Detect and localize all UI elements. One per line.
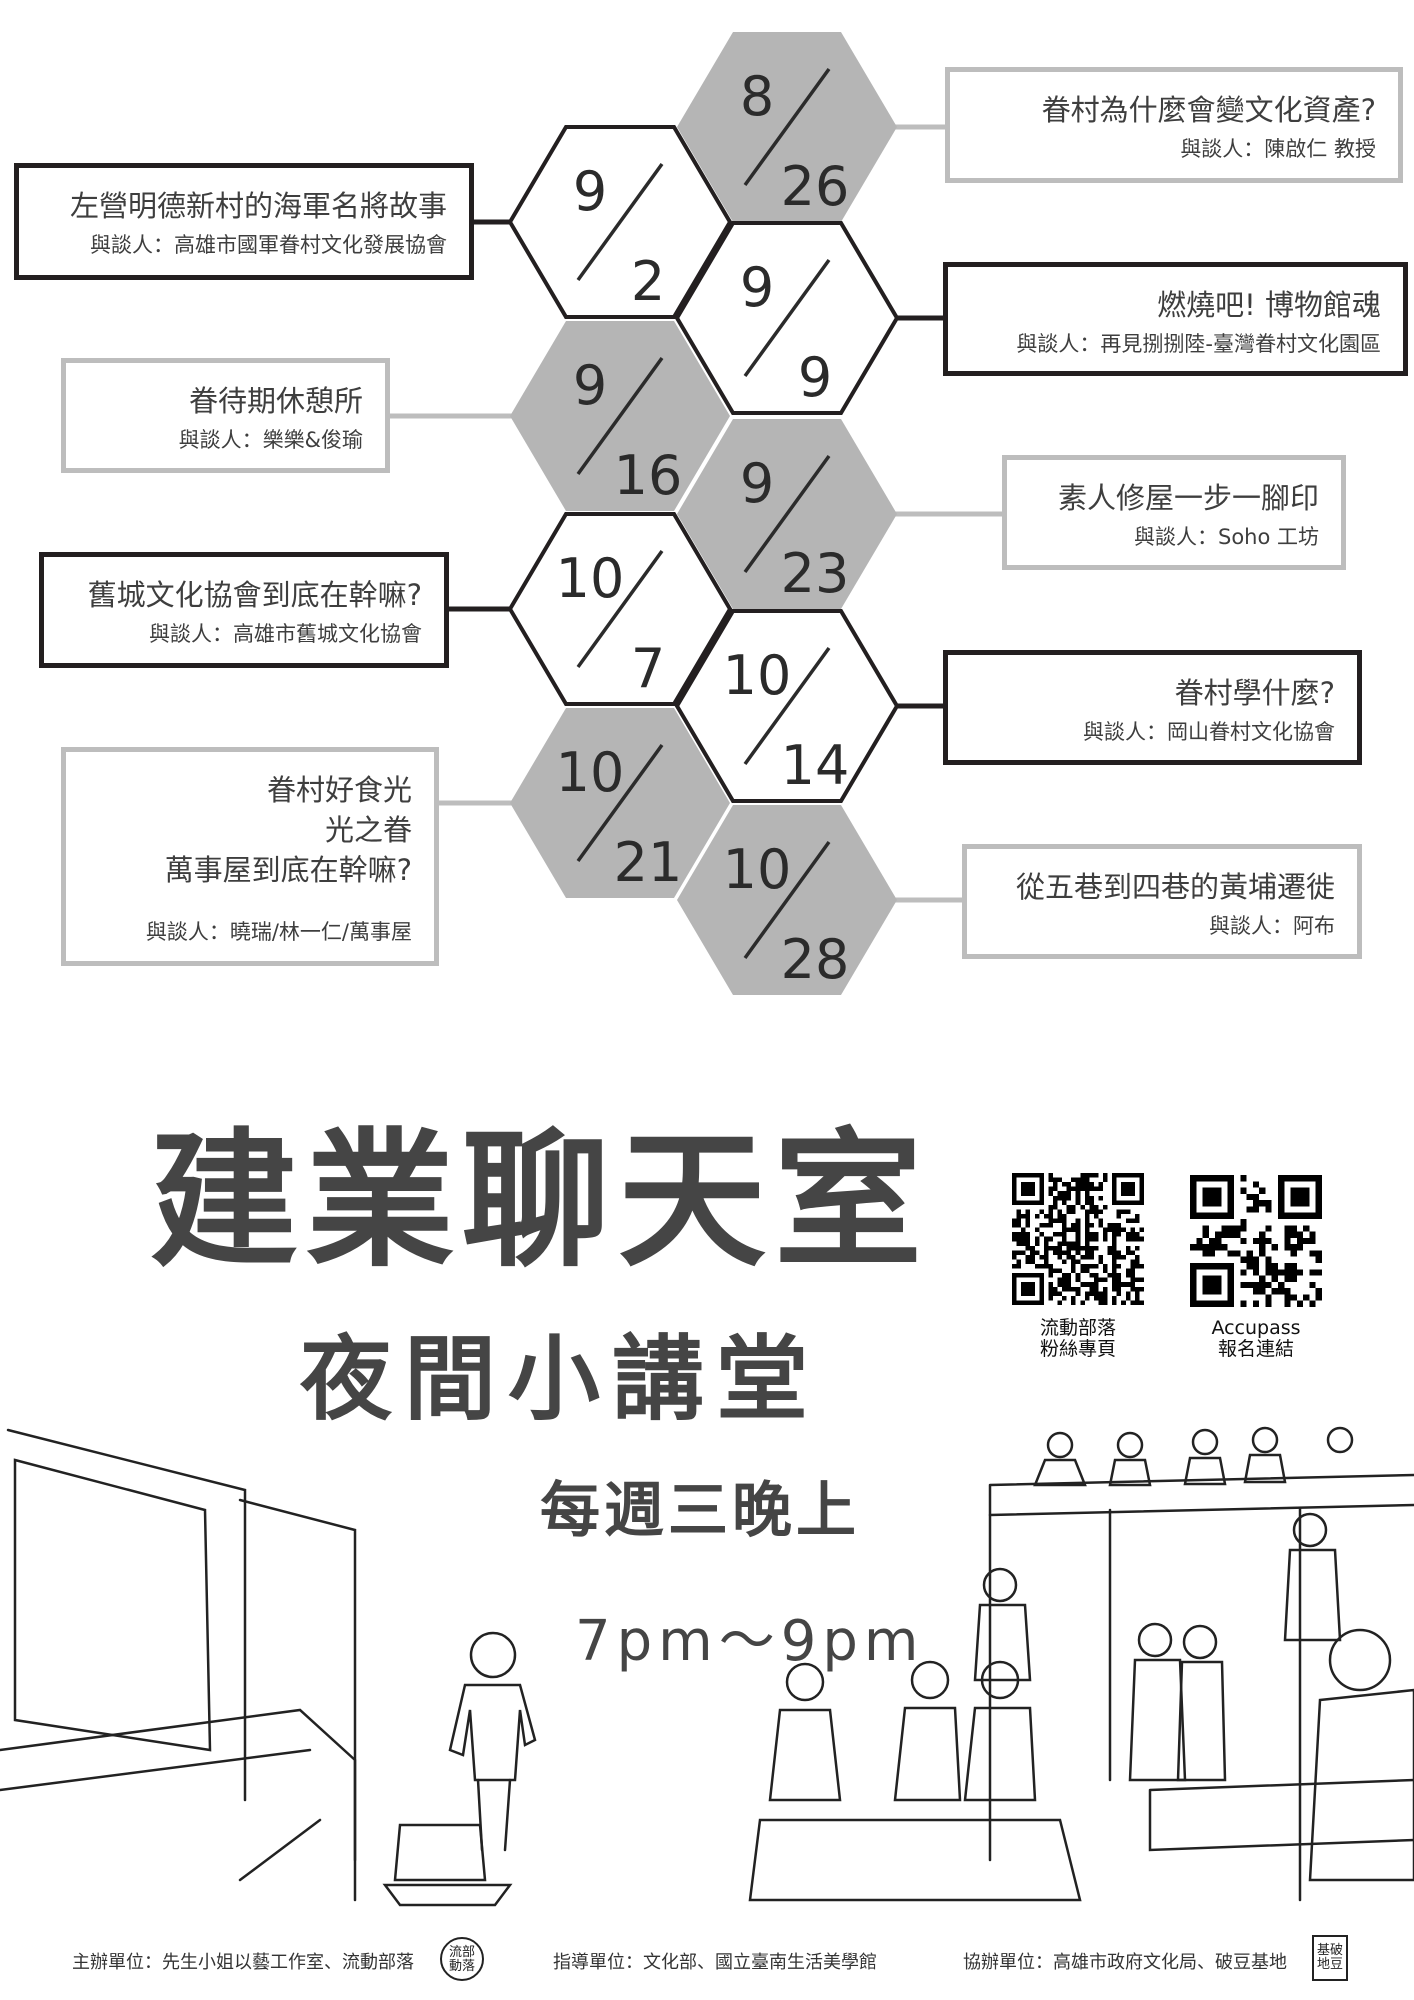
date-slash — [576, 162, 664, 282]
session-speaker: 與談人：Soho 工坊 — [1133, 525, 1319, 549]
session-speaker: 與談人：樂樂&俊瑜 — [178, 428, 363, 452]
date-slash — [576, 549, 664, 669]
session-title: 眷村為什麼會變文化資產? — [1041, 93, 1376, 127]
date-day: 26 — [781, 155, 850, 218]
session-speaker: 與談人：阿布 — [1209, 914, 1335, 938]
qr-label-line: 報名連結 — [1217, 1338, 1294, 1360]
lecture-room-illustration — [0, 1426, 1414, 1907]
session-title: 左營明德新村的海軍名將故事 — [69, 189, 447, 223]
session-box: 眷村好食光光之眷萬事屋到底在幹嘛? 與談人：曉瑞/林一仁/萬事屋 — [61, 747, 439, 966]
session-box: 從五巷到四巷的黃埔遷徙與談人：阿布 — [962, 844, 1362, 959]
session-box: 左營明德新村的海軍名將故事與談人：高雄市國軍眷村文化發展協會 — [14, 163, 474, 280]
qr-code-accupass[interactable] — [1190, 1175, 1322, 1307]
session-speaker: 與談人：岡山眷村文化協會 — [1083, 720, 1335, 744]
date-day: 2 — [631, 250, 665, 313]
footer-organizer: 主辦單位：先生小姐以藝工作室、流動部落 — [72, 1952, 414, 1973]
session-speaker: 與談人：高雄市舊城文化協會 — [149, 622, 422, 646]
date-slash — [743, 67, 831, 187]
poster-title: 建業聊天室 — [150, 1115, 930, 1287]
date-day: 23 — [781, 542, 850, 605]
session-title: 眷村學什麼? — [1174, 676, 1335, 710]
date-day: 16 — [614, 444, 683, 507]
date-month: 8 — [740, 65, 774, 128]
co-organizer-stamp-logo: 基破地豆 — [1312, 1935, 1348, 1981]
qr-code-fanpage[interactable] — [1012, 1173, 1144, 1305]
session-speaker: 與談人：曉瑞/林一仁/萬事屋 — [145, 920, 412, 944]
session-title: 燃燒吧! 博物館魂 — [1157, 288, 1381, 322]
session-speaker: 與談人：陳啟仁 教授 — [1180, 137, 1376, 161]
session-speaker: 與談人：高雄市國軍眷村文化發展協會 — [90, 233, 447, 257]
date-month: 9 — [740, 452, 774, 515]
schedule-day: 每週三晚上 — [540, 1476, 860, 1546]
qr-label-fanpage: 流動部落 粉絲專頁 — [993, 1318, 1163, 1360]
date-slash — [743, 258, 831, 378]
qr-label-line: 流動部落 — [1039, 1317, 1116, 1339]
date-month: 10 — [556, 741, 625, 804]
date-slash — [743, 454, 831, 574]
session-title: 眷村好食光 — [266, 773, 412, 807]
speaker-figure — [448, 1631, 537, 1852]
organizer-stamp-logo: 流部動落 — [440, 1937, 484, 1981]
date-slash — [576, 743, 664, 863]
date-month: 10 — [723, 838, 792, 901]
session-title: 眷待期休憩所 — [188, 384, 363, 418]
qr-label-accupass: Accupass 報名連結 — [1171, 1318, 1341, 1360]
date-hexagon-9-23: 923 — [677, 419, 897, 609]
session-box: 燃燒吧! 博物館魂與談人：再見捌捌陸-臺灣眷村文化園區 — [943, 262, 1408, 376]
session-title: 萬事屋到底在幹嘛? — [164, 853, 412, 887]
date-month: 10 — [556, 547, 625, 610]
session-box: 眷村學什麼? 與談人：岡山眷村文化協會 — [943, 650, 1362, 765]
loft-structure — [988, 1426, 1414, 1902]
date-day: 21 — [614, 831, 683, 894]
date-hexagon-8-26: 826 — [677, 32, 897, 222]
date-hexagon-9-9: 99 — [674, 221, 900, 415]
date-month: 9 — [573, 160, 607, 223]
date-slash — [743, 646, 831, 766]
date-day: 7 — [631, 637, 665, 700]
date-hexagon-9-2: 92 — [507, 125, 733, 319]
date-day: 9 — [798, 346, 832, 409]
date-slash — [743, 840, 831, 960]
session-box: 眷待期休憩所與談人：樂樂&俊瑜 — [61, 358, 390, 473]
session-box: 眷村為什麼會變文化資產? 與談人：陳啟仁 教授 — [945, 67, 1403, 183]
date-hexagon-10-7: 107 — [507, 512, 733, 706]
session-title: 舊城文化協會到底在幹嘛? — [87, 578, 422, 612]
date-month: 10 — [723, 644, 792, 707]
date-month: 9 — [573, 354, 607, 417]
qr-label-line: Accupass — [1211, 1317, 1301, 1339]
session-box: 舊城文化協會到底在幹嘛? 與談人：高雄市舊城文化協會 — [39, 552, 449, 668]
poster-subtitle: 夜間小講堂 — [300, 1326, 821, 1433]
session-title: 從五巷到四巷的黃埔遷徙 — [1015, 870, 1335, 904]
qr-label-line: 粉絲專頁 — [1039, 1338, 1116, 1360]
date-slash — [576, 356, 664, 476]
date-day: 14 — [781, 734, 850, 797]
schedule-time: 7pm～9pm — [575, 1609, 925, 1674]
session-title: 素人修屋一步一腳印 — [1057, 481, 1319, 515]
footer-advisor: 指導單位：文化部、國立臺南生活美學館 — [553, 1952, 877, 1973]
audience-figures — [748, 1567, 1082, 1902]
date-hexagon-9-16: 916 — [510, 321, 730, 511]
date-month: 9 — [740, 256, 774, 319]
session-title: 光之眷 — [324, 813, 412, 847]
session-speaker: 與談人：再見捌捌陸-臺灣眷村文化園區 — [1016, 332, 1381, 356]
session-box: 素人修屋一步一腳印與談人：Soho 工坊 — [1002, 455, 1346, 570]
date-day: 28 — [781, 928, 850, 991]
footer-co-organizer: 協辦單位：高雄市政府文化局、破豆基地 — [963, 1952, 1287, 1973]
